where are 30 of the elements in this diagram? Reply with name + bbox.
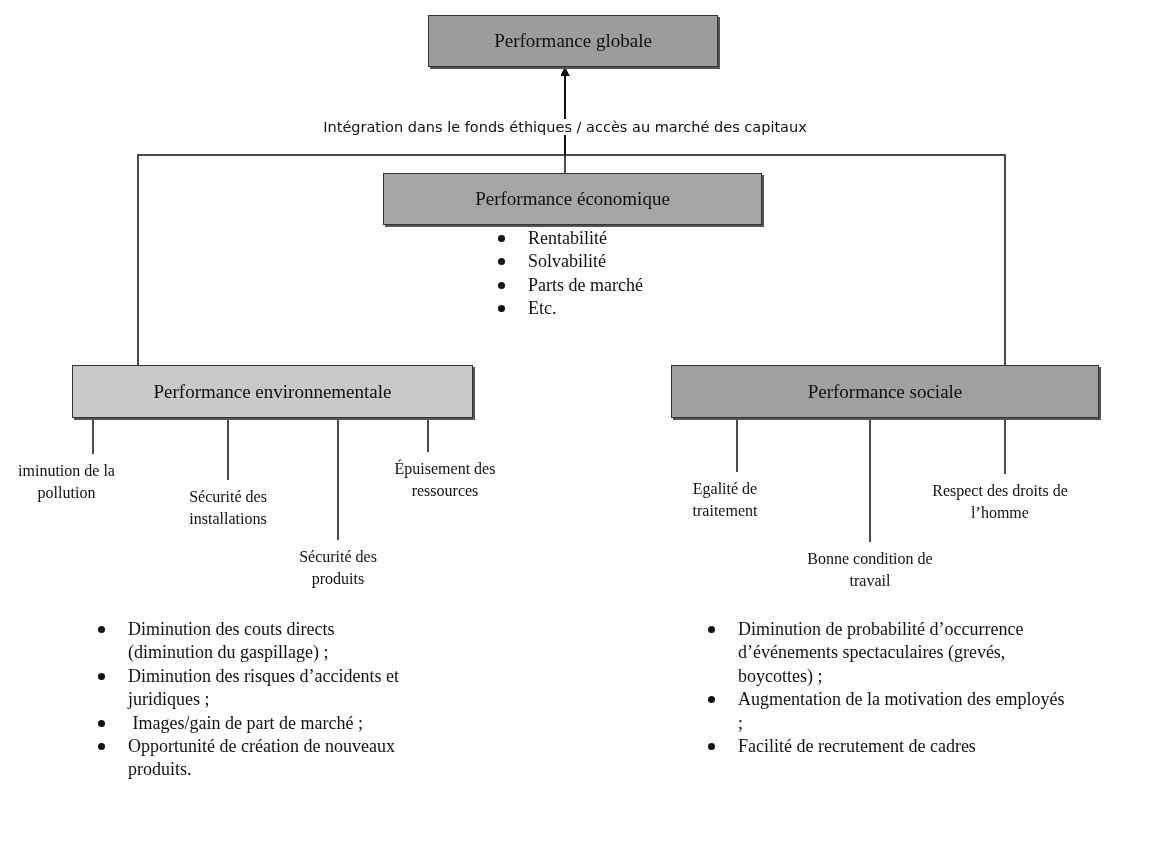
connector-line: [337, 417, 339, 541]
leaf-label: Sécurité des installations: [163, 486, 293, 530]
leaf-label: Egalité de traitement: [665, 478, 785, 522]
bullet-text: Diminution de probabilité d’occurrence d’événements spectaculaires (grevés, boycottes) ;: [738, 618, 1025, 688]
connector-line: [1004, 417, 1006, 475]
connector-line: [869, 417, 871, 543]
process-box: Performance environnementale: [72, 365, 473, 418]
connector-line: [427, 417, 429, 453]
process-box: Performance globale: [428, 15, 718, 67]
process-box: Performance sociale: [671, 365, 1099, 418]
leaf-label: iminution de la pollution: [4, 460, 129, 504]
bullet-text: Diminution des risques d’accidents et juridiques ;: [128, 664, 400, 712]
bullet-text: Etc.: [528, 297, 557, 321]
leaf-label: Bonne condition de travail: [785, 548, 955, 592]
leaf-label: Respect des droits de l’homme: [925, 480, 1075, 524]
bullet-text: Facilité de recrutement de cadres: [738, 734, 976, 758]
bullet-text: Solvabilité: [528, 250, 606, 274]
arrow: [560, 66, 1006, 366]
connector-line: [227, 417, 229, 481]
bullet-text: Parts de marché: [528, 273, 643, 297]
connector-line: [736, 417, 738, 473]
leaf-label: Sécurité des produits: [278, 546, 398, 590]
leaf-label: Épuisement des ressources: [370, 458, 520, 502]
bullet-text: Augmentation de la motivation des employés ;: [738, 688, 1066, 735]
process-box: Performance économique: [383, 173, 762, 225]
bullet-text: Rentabilité: [528, 227, 607, 250]
bullet-text: Images/gain de part de marché ;: [131, 711, 363, 735]
bullet-text: Opportunité de création de nouveaux produits.: [128, 734, 396, 782]
connector-line: [92, 417, 94, 455]
bullet-text: Diminution des couts directs (diminution du gaspillage) ;: [128, 618, 336, 665]
